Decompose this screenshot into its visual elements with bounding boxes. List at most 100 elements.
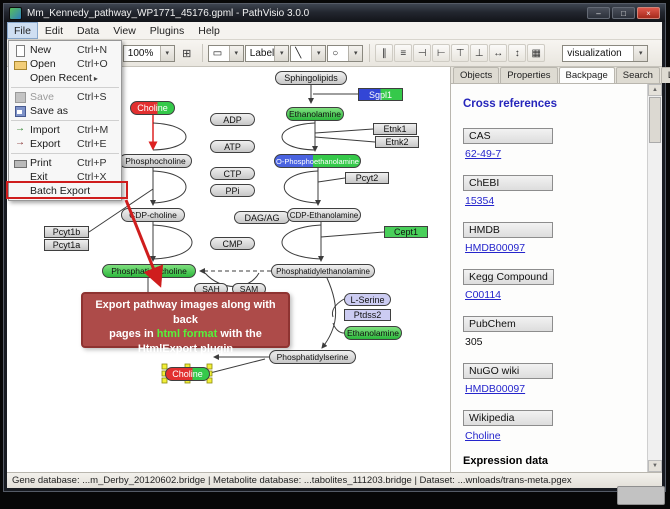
datanode-tool[interactable]: ▭ ▾ (208, 45, 244, 62)
toolbar-separator (202, 44, 203, 62)
pathway-node[interactable]: CDP-Ethanolamine (287, 208, 361, 222)
pathway-node[interactable]: Etnk1 (373, 123, 417, 135)
pathway-node[interactable]: Phosphatidylcholine (102, 264, 196, 278)
pathway-node[interactable]: DAG/AG (234, 211, 290, 224)
align-bottom-icon[interactable]: ⊥ (470, 44, 488, 62)
menubar-item[interactable]: Plugins (143, 22, 191, 39)
sidebar-tab[interactable]: Search (616, 67, 660, 83)
pathway-node[interactable]: Choline (130, 101, 175, 115)
pathway-node[interactable]: Sphingolipids (275, 71, 347, 85)
pathway-node[interactable]: Phosphatidylserine (269, 350, 356, 364)
backpage-section-header: ChEBI (463, 175, 553, 191)
sidebar-tab[interactable]: Objects (453, 67, 499, 83)
file-menu-item[interactable]: Open Ctrl+O (9, 57, 121, 71)
file-menu-item-icon (13, 91, 28, 103)
pathway-node[interactable]: ADP (210, 113, 255, 126)
dropdown-icon[interactable]: ▾ (229, 46, 243, 61)
zoom-combo[interactable]: 100% ▾ (123, 45, 175, 62)
tool-glyph: Label (250, 48, 274, 59)
dropdown-icon[interactable]: ▾ (274, 46, 288, 61)
pathway-node[interactable]: CTP (210, 167, 255, 180)
scroll-down-icon[interactable]: ▼ (648, 460, 662, 472)
menubar-item[interactable]: File (7, 22, 38, 39)
pathway-node[interactable]: Ethanolamine (344, 326, 402, 340)
grid-button[interactable]: ⊞ (177, 43, 197, 63)
pathway-node[interactable]: Choline (165, 367, 210, 381)
backpage-section-value[interactable]: HMDB00097 (465, 383, 644, 395)
pathway-node[interactable]: ATP (210, 140, 255, 153)
backpage-section-value[interactable]: HMDB00097 (465, 242, 644, 254)
dropdown-icon[interactable]: ▾ (160, 46, 174, 61)
sidebar-scrollbar[interactable]: ▲ ▼ (647, 84, 662, 472)
menubar-item[interactable]: Edit (38, 22, 70, 39)
same-width-icon[interactable]: ↔ (489, 44, 507, 62)
pathway-node[interactable]: Pcyt1a (44, 239, 89, 251)
pathway-node[interactable]: Sgpl1 (358, 88, 403, 101)
menubar-item[interactable]: Data (70, 22, 106, 39)
file-menu-item[interactable]: Export Ctrl+E (9, 137, 121, 151)
file-menu-item[interactable]: Print Ctrl+P (9, 156, 121, 170)
file-menu-item-shortcut: Ctrl+E (77, 138, 117, 150)
backpage-section: Kegg Compound C00114 (463, 267, 644, 301)
sidebar-tab[interactable]: Properties (500, 67, 557, 83)
file-menu-item-shortcut: Ctrl+O (77, 58, 117, 70)
window-controls: – □ × (587, 7, 660, 19)
screen-corner-box (617, 486, 665, 505)
dropdown-icon[interactable]: ▾ (633, 46, 647, 61)
pathway-node[interactable]: CMP (210, 237, 255, 250)
pathway-node[interactable]: Cept1 (384, 226, 428, 238)
line-tool[interactable]: ╲ ▾ (290, 45, 326, 62)
file-menu-item-icon (13, 72, 28, 84)
file-menu-item-icon (13, 105, 28, 117)
scroll-up-icon[interactable]: ▲ (648, 84, 662, 96)
close-button[interactable]: × (637, 7, 660, 19)
callout-text-line1: Export pathway images along with back (95, 299, 275, 326)
dropdown-icon[interactable]: ▾ (348, 46, 362, 61)
sidebar-tab[interactable]: Legend (661, 67, 670, 83)
maximize-button[interactable]: □ (612, 7, 635, 19)
distribute-horizontal-icon[interactable]: ∥ (375, 44, 393, 62)
backpage-section-header: Wikipedia (463, 410, 553, 426)
menubar-item[interactable]: View (106, 22, 143, 39)
same-height-icon[interactable]: ↕ (508, 44, 526, 62)
group-icon[interactable]: ▦ (527, 44, 545, 62)
zoom-value: 100% (128, 48, 154, 59)
pathway-node[interactable]: Pcyt2 (345, 172, 389, 184)
align-left-icon[interactable]: ⊣ (413, 44, 431, 62)
pathway-node[interactable]: Phosphocholine (119, 154, 192, 168)
file-menu-item[interactable]: New Ctrl+N (9, 43, 121, 57)
submenu-arrow-icon: ▸ (94, 74, 102, 83)
sidebar-tab[interactable]: Backpage (559, 67, 615, 83)
file-menu-item-icon (13, 124, 28, 136)
menubar-item[interactable]: Help (191, 22, 227, 39)
backpage-section-value[interactable]: 62-49-7 (465, 148, 644, 160)
pathway-node[interactable]: O-Phosphoethanolamine (274, 154, 361, 168)
backpage-section-value[interactable]: C00114 (465, 289, 644, 301)
file-menu-item[interactable]: Save as (9, 104, 121, 118)
align-right-icon[interactable]: ⊢ (432, 44, 450, 62)
align-top-icon[interactable]: ⊤ (451, 44, 469, 62)
pathway-node[interactable]: Ethanolamine (286, 107, 344, 121)
pathway-node[interactable]: Ptdss2 (344, 309, 391, 321)
backpage-section-value[interactable]: 15354 (465, 195, 644, 207)
pathway-node[interactable]: Phosphatidylethanolamine (271, 264, 375, 278)
file-menu-item[interactable]: Open Recent ▸ (9, 71, 121, 85)
minimize-button[interactable]: – (587, 7, 610, 19)
pathway-node[interactable]: CDP-choline (121, 208, 185, 222)
visualization-combo[interactable]: visualization ▾ (562, 45, 648, 62)
label-tool[interactable]: Label ▾ (245, 45, 289, 62)
pathway-node[interactable]: Pcyt1b (44, 226, 89, 238)
scrollbar-thumb[interactable] (649, 97, 661, 143)
backpage-section-value[interactable]: Choline (465, 430, 644, 442)
dropdown-icon[interactable]: ▾ (311, 46, 325, 61)
pathway-node[interactable]: L-Serine (344, 293, 391, 306)
backpage-section-header: PubChem (463, 316, 553, 332)
file-menu-item-icon (13, 157, 28, 169)
distribute-vertical-icon[interactable]: ≡ (394, 44, 412, 62)
shape-tool[interactable]: ○ ▾ (327, 45, 363, 62)
file-menu-item[interactable]: Save Ctrl+S (9, 90, 121, 104)
toolbar-separator (369, 44, 370, 62)
file-menu-item[interactable]: Import Ctrl+M (9, 123, 121, 137)
pathway-node[interactable]: Etnk2 (375, 136, 419, 148)
pathway-node[interactable]: PPi (210, 184, 255, 197)
